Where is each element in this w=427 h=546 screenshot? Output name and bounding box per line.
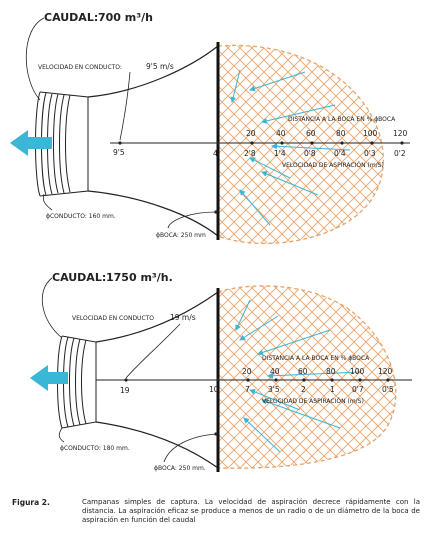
bottom-velocity-ticks: 10 7 3'5 2 1 0'7 0'5 (209, 385, 394, 394)
bottom-duct-diameter-leader (58, 427, 65, 443)
caption-text: Campanas simples de captura. La velocida… (82, 498, 420, 524)
top-duct-velocity-value: 9'5 m/s (146, 62, 174, 71)
svg-text:0'2: 0'2 (394, 149, 406, 158)
top-caudal-label: CAUDAL: (44, 11, 98, 24)
bottom-caudal-value: 1750 m³/h. (106, 271, 173, 284)
top-suction-zone (217, 44, 384, 245)
top-figure: CAUDAL: 700 m³/h VELOCIDAD EN CONDUCTO: … (10, 11, 410, 245)
svg-text:40: 40 (276, 129, 286, 138)
top-outlet-arrow (10, 130, 52, 156)
top-duct-diameter-leader (42, 193, 53, 211)
bottom-caudal-label: CAUDAL: (52, 271, 106, 284)
svg-text:0'3: 0'3 (364, 149, 376, 158)
svg-text:1: 1 (330, 385, 335, 394)
svg-text:120: 120 (393, 129, 408, 138)
top-distance-ticks: 20 40 60 80 100 120 (246, 129, 408, 138)
svg-text:2: 2 (301, 385, 306, 394)
svg-text:4: 4 (213, 149, 218, 158)
bottom-figure: CAUDAL: 1750 m³/h. VELOCIDAD EN CONDUCTO… (30, 271, 412, 472)
bottom-duct-velocity-leader (125, 323, 181, 379)
svg-text:0'5: 0'5 (382, 385, 394, 394)
bottom-mouth-diameter-label: ϕBOCA: 250 mm. (154, 465, 206, 472)
svg-text:0'7: 0'7 (352, 385, 364, 394)
bottom-distance-label: DISTANCIA A LA BOCA EN % ϕBOCA (262, 355, 370, 362)
top-hood (87, 44, 219, 238)
bottom-duct-velocity-label: VELOCIDAD EN CONDUCTO (72, 315, 154, 322)
top-suction-velocity-label: VELOCIDAD DE ASPIRACIÓN (m/S) (282, 162, 384, 169)
svg-text:20: 20 (242, 367, 252, 376)
top-duct (35, 91, 89, 197)
caption-label: Figura 2. (12, 498, 50, 507)
svg-text:20: 20 (246, 129, 256, 138)
svg-text:2'8: 2'8 (244, 149, 256, 158)
top-duct-diameter-label: ϕCONDUCTO: 160 mm. (46, 213, 116, 220)
top-caudal-leader (25, 17, 45, 101)
bottom-flow-arrows (235, 299, 361, 453)
bottom-duct-diameter-label: ϕCONDUCTO: 180 mm. (60, 445, 130, 452)
top-axis-ticks (118, 141, 404, 145)
svg-text:40: 40 (270, 367, 280, 376)
bottom-suction-velocity-label: VELOCIDAD DE ASPIRACIÓN (m/S) (262, 398, 364, 405)
svg-text:60: 60 (298, 367, 308, 376)
bottom-suction-zone (217, 285, 397, 469)
top-caudal-value: 700 m³/h (98, 11, 153, 24)
bottom-duct-marker: 19 (120, 386, 130, 395)
svg-text:100: 100 (350, 367, 365, 376)
top-mouth-diameter-leader (167, 211, 217, 229)
svg-text:0'4: 0'4 (334, 149, 346, 158)
svg-text:10: 10 (209, 385, 219, 394)
bottom-duct-velocity-value: 19 m/s (170, 313, 196, 322)
svg-text:100: 100 (363, 129, 378, 138)
top-duct-velocity-leader (119, 71, 131, 141)
svg-text:7: 7 (245, 385, 250, 394)
svg-text:80: 80 (326, 367, 336, 376)
svg-text:120: 120 (378, 367, 393, 376)
top-velocity-ticks: 4 2'8 1'4 0'8 0'4 0'3 0'2 (213, 149, 406, 158)
svg-text:1'4: 1'4 (274, 149, 286, 158)
bottom-mouth-diameter-leader (163, 433, 217, 463)
bottom-distance-ticks: 20 40 60 80 100 120 (242, 367, 393, 376)
top-mouth-diameter-label: ϕBOCA: 250 mm (156, 232, 206, 239)
svg-text:0'8: 0'8 (304, 149, 316, 158)
svg-text:3'5: 3'5 (268, 385, 280, 394)
top-distance-label: DISTANCIA A LA BOCA EN % ϕBOCA (288, 116, 396, 123)
top-duct-marker: 9'5 (113, 148, 125, 157)
svg-text:60: 60 (306, 129, 316, 138)
bottom-caudal-leader (41, 277, 63, 339)
top-flow-arrows (230, 69, 351, 226)
figure-caption: Figura 2. Campanas simples de captura. L… (10, 496, 420, 542)
svg-text:80: 80 (336, 129, 346, 138)
diagram-canvas: CAUDAL: 700 m³/h VELOCIDAD EN CONDUCTO: … (10, 11, 412, 472)
bottom-axis-ticks (124, 378, 390, 382)
bottom-outlet-arrow (30, 365, 68, 391)
top-duct-velocity-label: VELOCIDAD EN CONDUCTO: (38, 64, 122, 71)
